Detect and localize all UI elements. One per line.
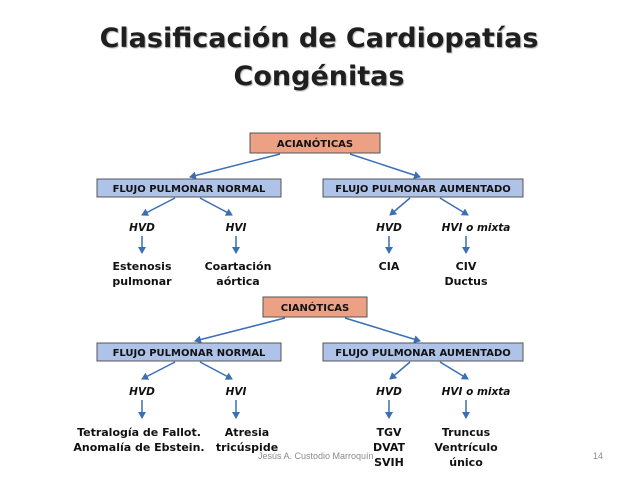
connector-arrow: [439, 197, 469, 216]
connector-arrow: [141, 361, 176, 380]
branch-label-hvi: HVI: [226, 222, 247, 234]
connector-arrow: [439, 361, 469, 380]
condition-text: Estenosis: [112, 260, 171, 273]
connector-arrow: [199, 361, 233, 380]
condition-text: TGV: [376, 426, 402, 439]
footer-author: Jesús A. Custodio Marroquín: [258, 451, 374, 461]
flow-box-normal: [96, 342, 282, 362]
condition-text: tricúspide: [216, 441, 278, 454]
category-box-acianoticas: [249, 132, 381, 154]
branch-label-hvd: HVD: [376, 386, 402, 398]
flow-label-aumentado: FLUJO PULMONAR AUMENTADO: [335, 348, 511, 359]
branch-label-hvd: HVD: [129, 222, 155, 234]
branch-label-hvd: HVD: [129, 386, 155, 398]
condition-text: Truncus: [442, 426, 491, 439]
connector-arrow: [141, 197, 176, 216]
flow-box-normal: [96, 178, 282, 198]
flow-label-normal: FLUJO PULMONAR NORMAL: [113, 184, 266, 195]
flow-label-aumentado: FLUJO PULMONAR AUMENTADO: [335, 184, 511, 195]
connector-arrow: [389, 197, 411, 216]
flow-box-aumentado: [322, 178, 524, 198]
flow-label-normal: FLUJO PULMONAR NORMAL: [113, 348, 266, 359]
slide-title-line-2: Congénitas: [233, 61, 405, 92]
slide-title-line-1: Clasificación de Cardiopatías: [99, 23, 539, 54]
condition-text: Atresia: [225, 426, 269, 439]
condition-text: pulmonar: [112, 275, 172, 288]
flow-box-aumentado: [322, 342, 524, 362]
branch-label-hvi-mixta: HVI o mixta: [442, 386, 511, 398]
condition-text: CIV: [456, 260, 477, 273]
category-label-acianoticas: ACIANÓTICAS: [277, 137, 353, 150]
connector-arrow: [349, 153, 421, 179]
condition-text: Ductus: [444, 275, 488, 288]
condition-text: DVAT: [373, 441, 406, 454]
condition-text: Coartación: [205, 260, 272, 273]
condition-text: SVIH: [374, 456, 404, 469]
condition-text: aórtica: [216, 275, 259, 288]
connector-arrow: [189, 153, 281, 180]
connector-arrow: [344, 317, 421, 344]
branch-label-hvd: HVD: [376, 222, 402, 234]
connector-arrow: [194, 317, 286, 344]
connector-arrow: [199, 197, 233, 216]
condition-text: CIA: [379, 260, 400, 273]
condition-text: único: [449, 456, 483, 469]
branch-label-hvi-mixta: HVI o mixta: [442, 222, 511, 234]
footer-page-number: 14: [593, 451, 604, 461]
condition-text: Ventrículo: [434, 441, 498, 454]
branch-label-hvi: HVI: [226, 386, 247, 398]
condition-text: Tetralogía de Fallot.: [77, 426, 201, 439]
category-label-cianoticas: CIANÓTICAS: [281, 301, 350, 314]
connector-arrow: [389, 361, 411, 380]
group-acianoticas: ACIANÓTICAS FLUJO PULMONAR NORMAL FLUJO …: [96, 132, 524, 288]
category-box-cianoticas: [262, 296, 368, 318]
group-cianoticas: CIANÓTICAS FLUJO PULMONAR NORMAL FLUJO P…: [73, 296, 524, 469]
condition-text: Anomalía de Ebstein.: [73, 441, 204, 454]
